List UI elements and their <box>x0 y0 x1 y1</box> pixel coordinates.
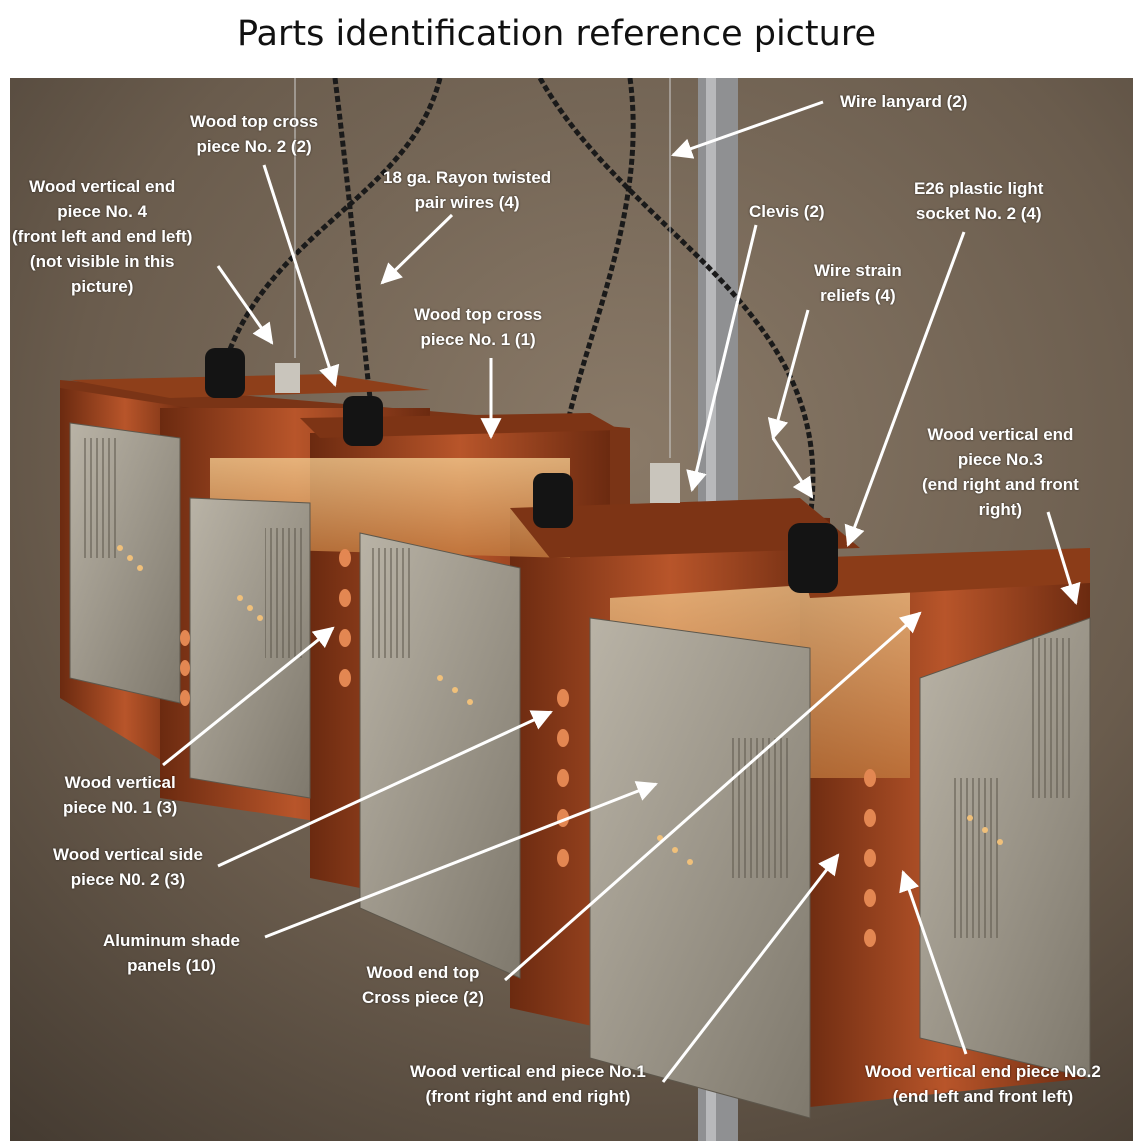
label-wood-top-cross-1: Wood top cross piece No. 1 (1) <box>414 305 543 349</box>
arrow-wood-vertical-end-2 <box>899 870 968 1055</box>
arrow-wood-top-cross-2 <box>262 164 340 387</box>
arrow-e26-socket <box>844 231 966 547</box>
label-wood-vertical-end-1: Wood vertical end piece No.1 (front righ… <box>410 1062 646 1106</box>
label-wood-vertical-side-2: Wood vertical side piece N0. 2 (3) <box>53 845 203 889</box>
arrow-wood-vertical-end-1 <box>661 853 840 1083</box>
arrow-wire-lanyard <box>671 100 824 159</box>
label-wood-vertical-end-3: Wood vertical end piece No.3 (end right … <box>922 425 1079 519</box>
label-e26-socket: E26 plastic light socket No. 2 (4) <box>914 179 1044 223</box>
arrow-strain-relief-a <box>767 309 810 441</box>
arrow-aluminum-panels <box>264 781 658 939</box>
arrow-wood-vertical-side-1 <box>162 626 335 767</box>
arrow-clevis <box>686 224 758 493</box>
label-wood-vertical-end-2: Wood vertical end piece No.2 (end left a… <box>865 1062 1101 1106</box>
label-wood-top-cross-2: Wood top cross piece No. 2 (2) <box>190 112 319 156</box>
lamp-photo-drawing <box>10 78 1133 1141</box>
label-rayon-wires: 18 ga. Rayon twisted pair wires (4) <box>383 168 552 212</box>
label-aluminum-panels: Aluminum shade panels (10) <box>103 931 240 975</box>
label-wood-end-top-cross: Wood end top Cross piece (2) <box>362 963 484 1007</box>
label-wire-lanyard: Wire lanyard (2) <box>840 92 968 111</box>
lamp-photo <box>10 78 1133 1141</box>
arrow-strain-relief-b <box>771 437 814 499</box>
arrow-wood-vertical-side-2 <box>217 710 553 868</box>
page-title: Parts identification reference picture <box>237 14 876 54</box>
arrow-wood-vertical-end-3 <box>1046 511 1081 606</box>
label-wire-strain-reliefs: Wire strain reliefs (4) <box>814 261 902 305</box>
arrow-wood-end-top-cross <box>504 611 922 982</box>
label-wood-vertical-end-4: Wood vertical end piece No. 4 (front lef… <box>12 177 193 296</box>
label-wood-vertical-side-1: Wood vertical piece N0. 1 (3) <box>63 773 178 817</box>
arrow-rayon-wires <box>380 213 454 285</box>
arrow-wood-vertical-end-4 <box>216 265 274 345</box>
label-clevis: Clevis (2) <box>749 202 825 221</box>
